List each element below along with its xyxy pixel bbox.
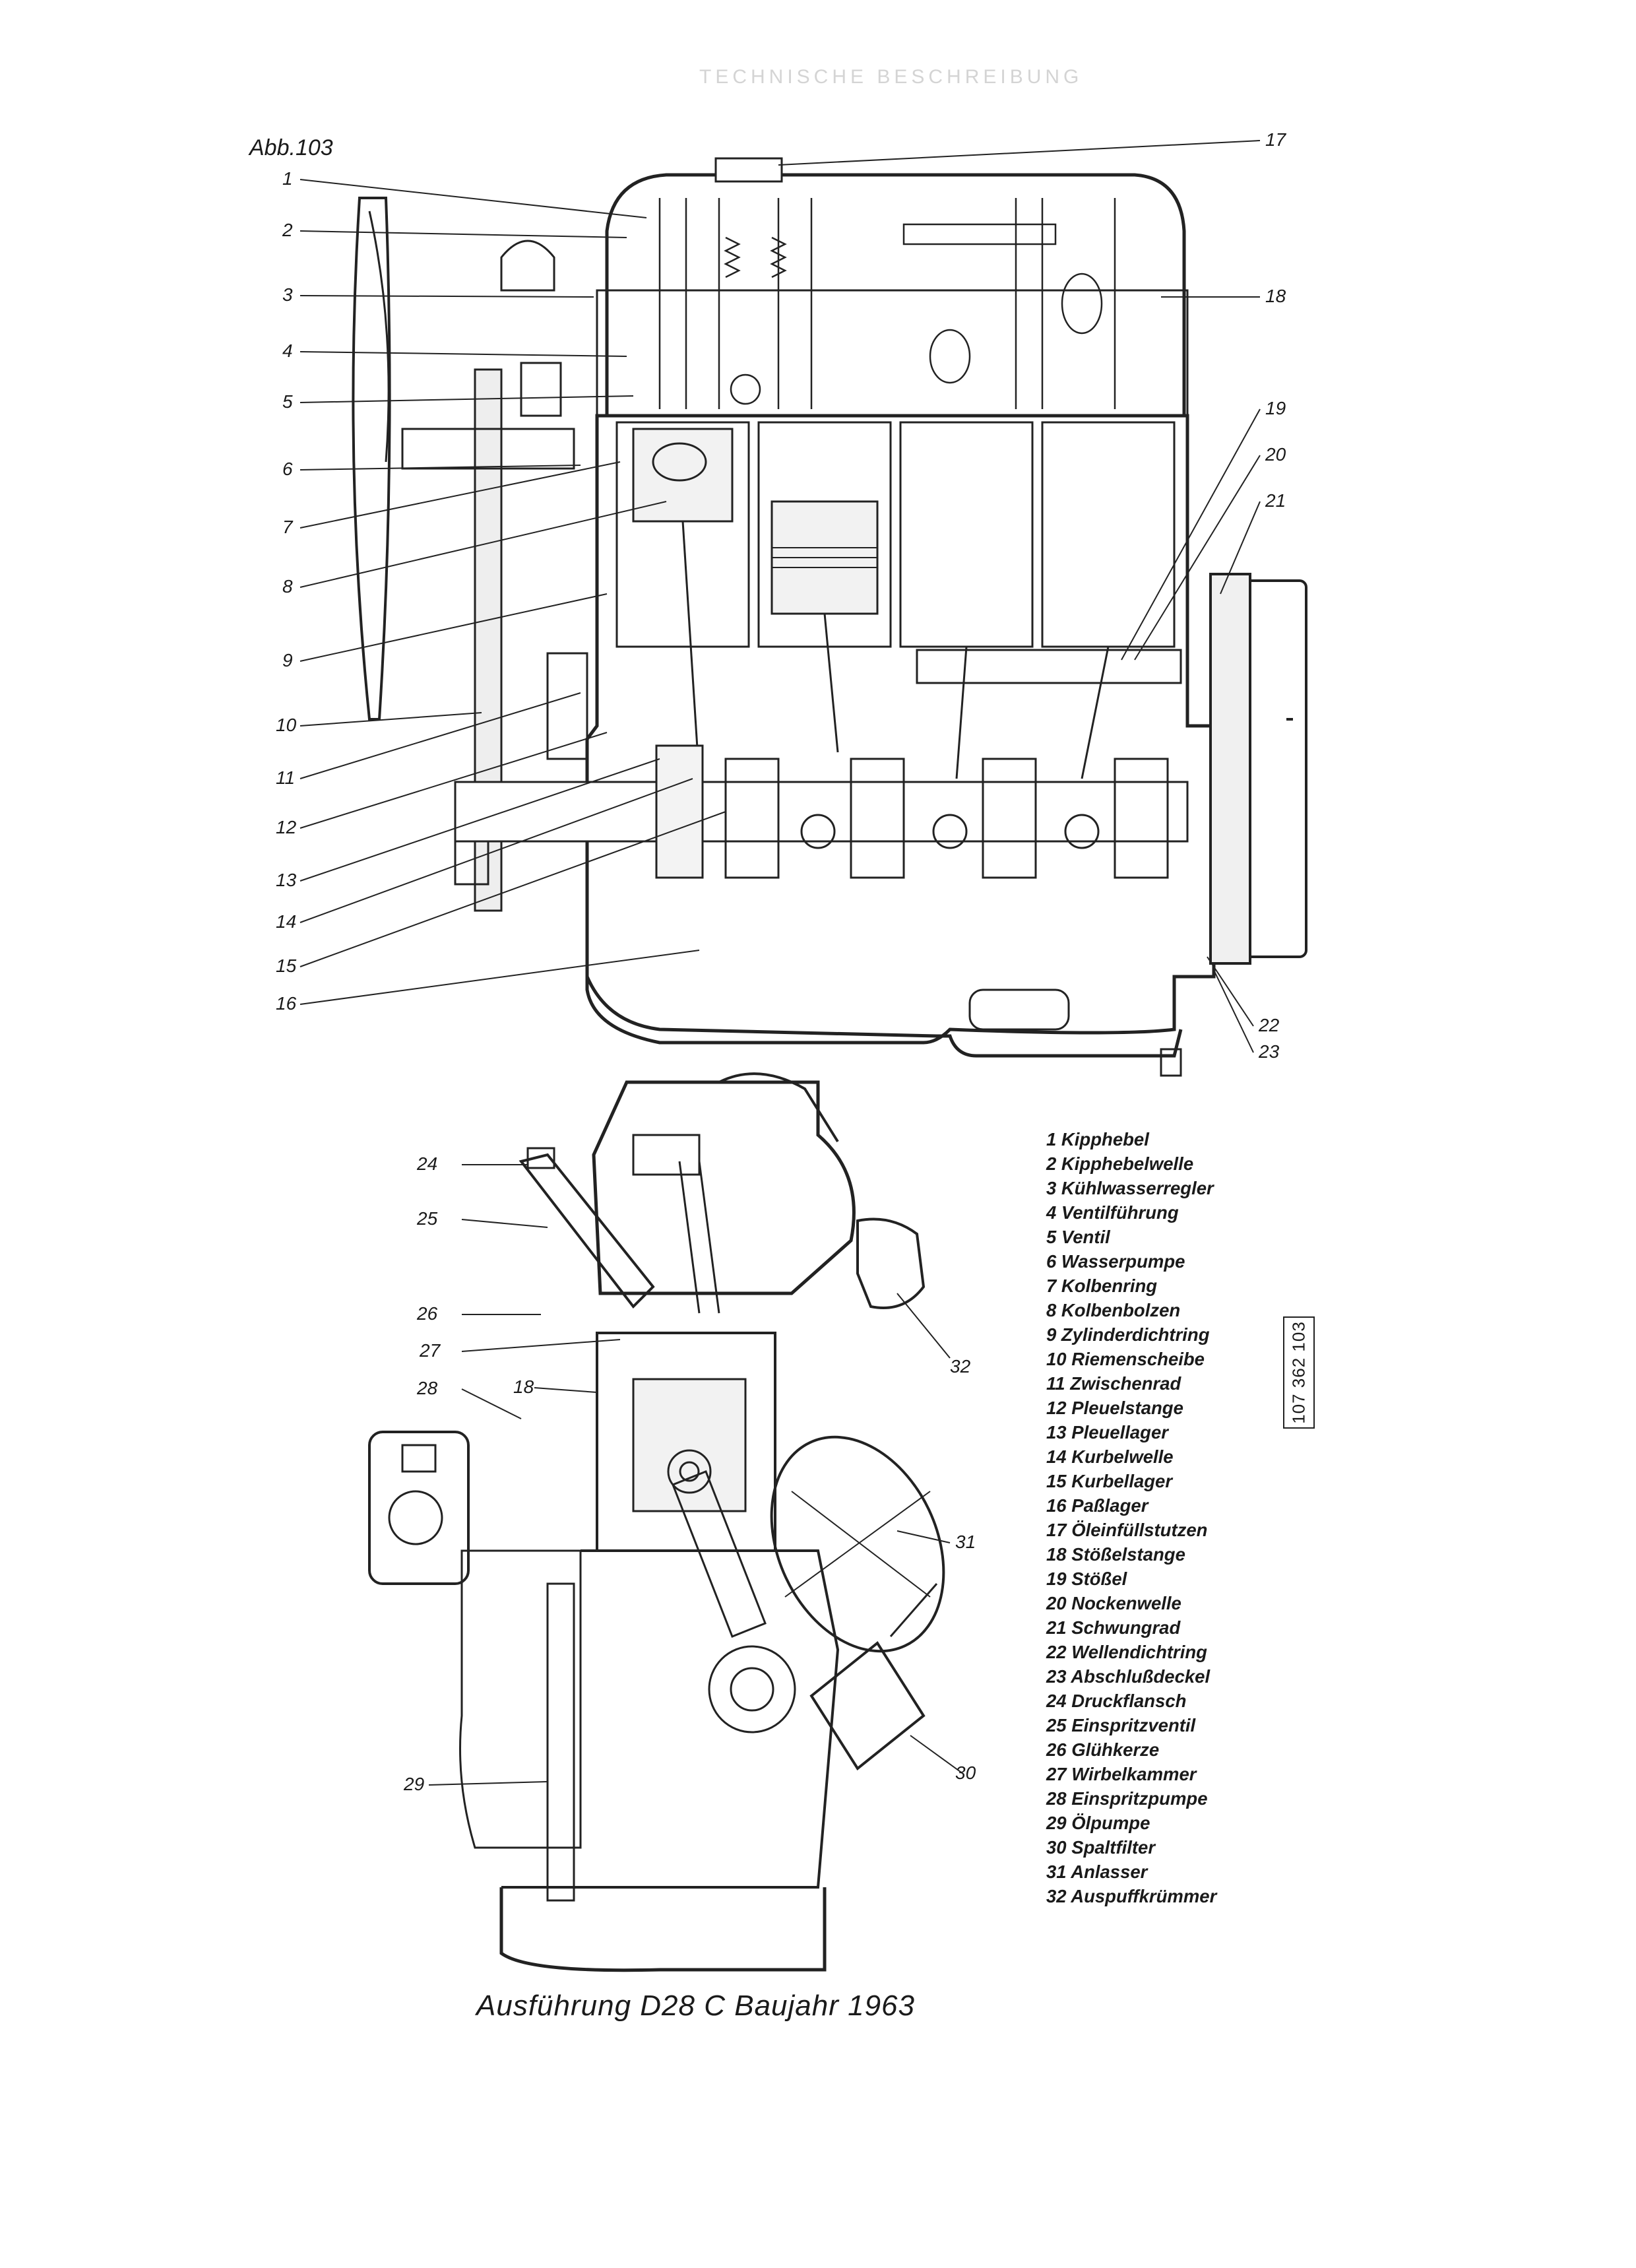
callout-11: 11: [276, 767, 296, 788]
longitudinal-section: [352, 157, 1307, 1077]
callout-15: 15: [276, 956, 297, 976]
callout-2: 2: [282, 220, 293, 240]
legend-item: 9 Zylinderdichtring: [1046, 1324, 1210, 1345]
legend-item: 20 Nockenwelle: [1046, 1593, 1181, 1613]
legend-item: 30 Spaltfilter: [1046, 1837, 1156, 1858]
callout-1: 1: [282, 168, 293, 189]
callout-19: 19: [1265, 398, 1286, 418]
legend-item: 8 Kolbenbolzen: [1046, 1300, 1181, 1320]
callout-5: 5: [282, 391, 293, 412]
callout-26: 26: [417, 1303, 438, 1324]
bleed-through-text: TECHNISCHE BESCHREIBUNG: [699, 66, 1083, 88]
part-number-text: 107 362 103: [1288, 1321, 1309, 1424]
legend-item: 12 Pleuelstange: [1046, 1398, 1183, 1418]
callout-10: 10: [276, 715, 297, 735]
callout-21: 21: [1265, 490, 1286, 511]
callout-20: 20: [1265, 444, 1286, 465]
legend-item: 5 Ventil: [1046, 1227, 1110, 1247]
legend-item: 4 Ventilführung: [1046, 1202, 1179, 1223]
callout-13: 13: [276, 870, 297, 890]
callout-9: 9: [282, 650, 293, 670]
transverse-section: [368, 1072, 945, 1972]
callout-3: 3: [282, 284, 293, 305]
callout-4: 4: [282, 340, 293, 361]
legend-item: 28 Einspritzpumpe: [1046, 1788, 1208, 1809]
callout-17: 17: [1265, 129, 1286, 150]
figure-label: Abb.103: [249, 135, 333, 160]
legend-item: 21 Schwungrad: [1046, 1617, 1181, 1638]
callout-14: 14: [276, 911, 297, 932]
callout-23: 23: [1259, 1041, 1280, 1062]
callout-18: 18: [1265, 286, 1286, 306]
legend-item: 22 Wellendichtring: [1046, 1642, 1207, 1662]
legend-item: 13 Pleuellager: [1046, 1422, 1168, 1442]
callout-28: 28: [417, 1378, 438, 1398]
legend-item: 6 Wasserpumpe: [1046, 1251, 1185, 1272]
callout-16: 16: [276, 993, 297, 1014]
callout-8: 8: [282, 576, 293, 597]
legend-item: 1 Kipphebel: [1046, 1129, 1149, 1150]
legend-item: 31 Anlasser: [1046, 1862, 1148, 1882]
legend-item: 11 Zwischenrad: [1046, 1373, 1181, 1394]
callout-7: 7: [282, 517, 293, 537]
legend-item: 7 Kolbenring: [1046, 1276, 1158, 1296]
legend-item: 25 Einspritzventil: [1046, 1715, 1196, 1735]
callout-30: 30: [955, 1763, 976, 1783]
legend-item: 19 Stößel: [1046, 1569, 1127, 1589]
parts-legend: 1 Kipphebel 2 Kipphebelwelle 3 Kühlwasse…: [1046, 1127, 1297, 1908]
legend-item: 27 Wirbelkammer: [1046, 1764, 1197, 1784]
legend-item: 3 Kühlwasserregler: [1046, 1178, 1214, 1198]
legend-item: 16 Paßlager: [1046, 1495, 1148, 1516]
callout-12: 12: [276, 817, 297, 837]
legend-item: 18 Stößelstange: [1046, 1544, 1185, 1565]
callout-22: 22: [1259, 1015, 1280, 1035]
legend-item: 14 Kurbelwelle: [1046, 1446, 1174, 1467]
callout-6: 6: [282, 459, 293, 479]
legend-item: 15 Kurbellager: [1046, 1471, 1173, 1491]
callout-24: 24: [417, 1153, 438, 1174]
part-number-stamp: 107 362 103: [1283, 1316, 1315, 1429]
callout-18-lower: 18: [513, 1377, 534, 1397]
legend-item: 29 Ölpumpe: [1046, 1813, 1150, 1833]
legend-item: 2 Kipphebelwelle: [1046, 1153, 1194, 1174]
legend-item: 17 Öleinfüllstutzen: [1046, 1520, 1208, 1540]
callout-27: 27: [420, 1340, 441, 1361]
legend-item: 32 Auspuffkrümmer: [1046, 1886, 1217, 1906]
legend-item: 24 Druckflansch: [1046, 1691, 1187, 1711]
callout-29: 29: [404, 1774, 425, 1794]
callout-32: 32: [950, 1356, 971, 1377]
legend-item: 23 Abschlußdeckel: [1046, 1666, 1211, 1687]
callout-31: 31: [955, 1532, 976, 1552]
legend-item: 10 Riemenscheibe: [1046, 1349, 1205, 1369]
callout-25: 25: [417, 1208, 438, 1229]
figure-caption: Ausführung D28 C Baujahr 1963: [476, 1990, 915, 2022]
legend-item: 26 Glühkerze: [1046, 1739, 1160, 1760]
